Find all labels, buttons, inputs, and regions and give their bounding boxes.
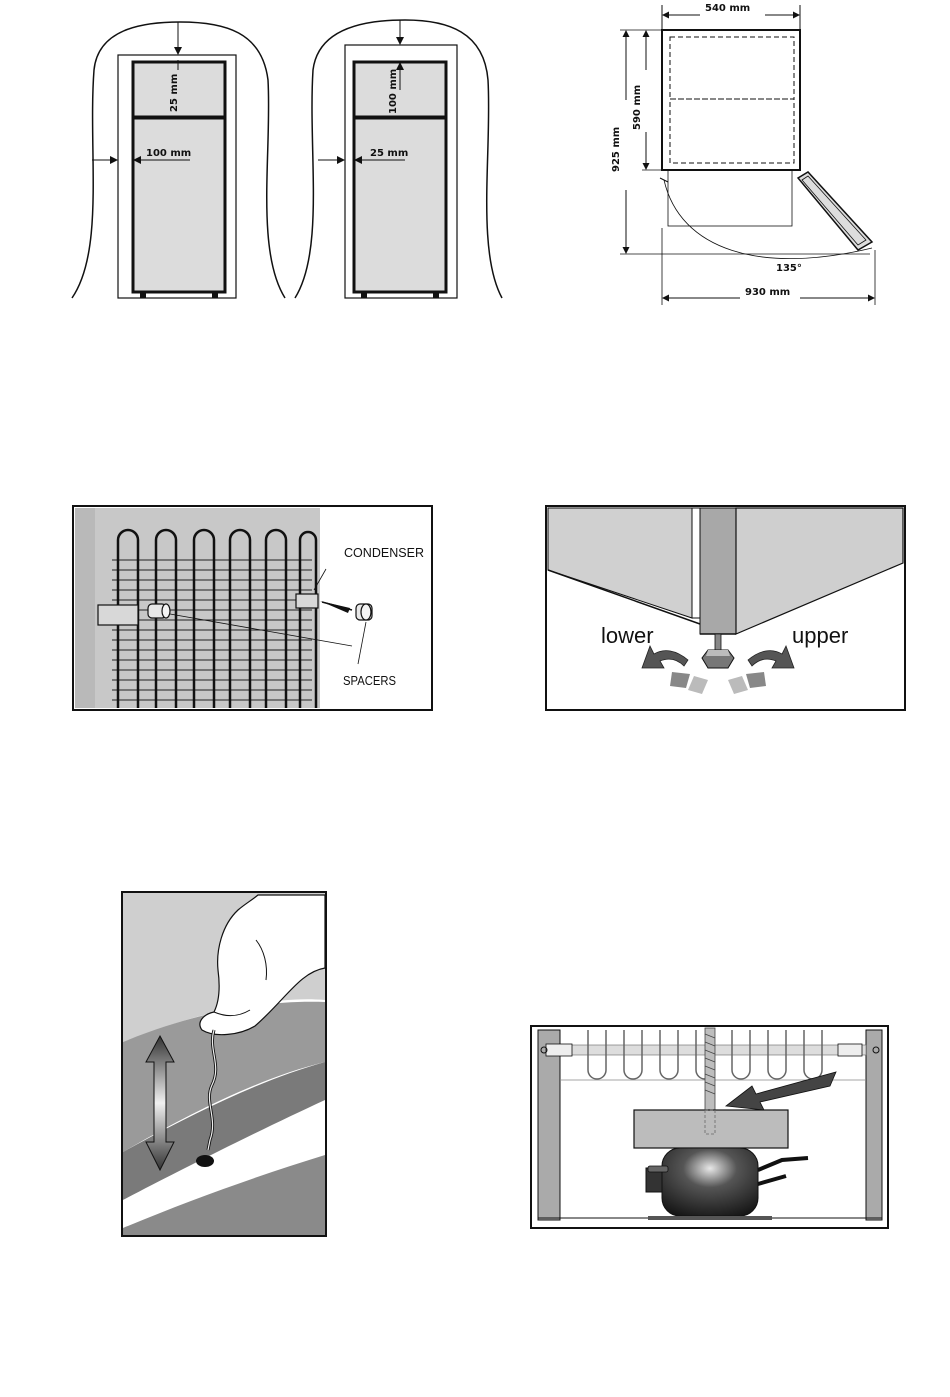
compressor-figure xyxy=(530,1025,890,1230)
drain-hole-cleaning-figure xyxy=(121,891,327,1237)
fridge-plan-drawing xyxy=(620,5,875,305)
drain-tube-icon xyxy=(705,1028,715,1110)
left-top-gap-label: 25 mm xyxy=(169,74,180,112)
depth-label: 590 mm xyxy=(632,85,643,130)
left-alcove-diagram xyxy=(72,22,285,298)
upper-label: upper xyxy=(792,623,848,648)
drip-tray-icon xyxy=(634,1110,788,1148)
right-top-gap-label: 100 mm xyxy=(388,69,399,114)
condenser-label: CONDENSER xyxy=(344,545,424,560)
spacers-label: SPACERS xyxy=(343,673,396,688)
depth-door-open-label: 930 mm xyxy=(745,287,790,298)
door-angle-label: 135° xyxy=(776,263,802,274)
height-label: 925 mm xyxy=(611,127,622,172)
dimensions-figure: 540 mm 590 mm 925 mm 135° 930 mm xyxy=(600,0,890,315)
condenser-spacers-figure: CONDENSER SPACERS xyxy=(72,505,434,712)
left-side-gap-label: 100 mm xyxy=(146,148,191,159)
condenser-coil-drawing xyxy=(75,508,320,708)
leveling-foot-figure: lower upper xyxy=(545,505,907,712)
right-side-gap-label: 25 mm xyxy=(370,148,408,159)
installation-clearance-figure: 25 mm 100 mm 100 mm 25 mm xyxy=(60,15,510,310)
width-label: 540 mm xyxy=(705,3,750,14)
lower-label: lower xyxy=(601,623,654,648)
right-alcove-diagram xyxy=(295,20,502,298)
